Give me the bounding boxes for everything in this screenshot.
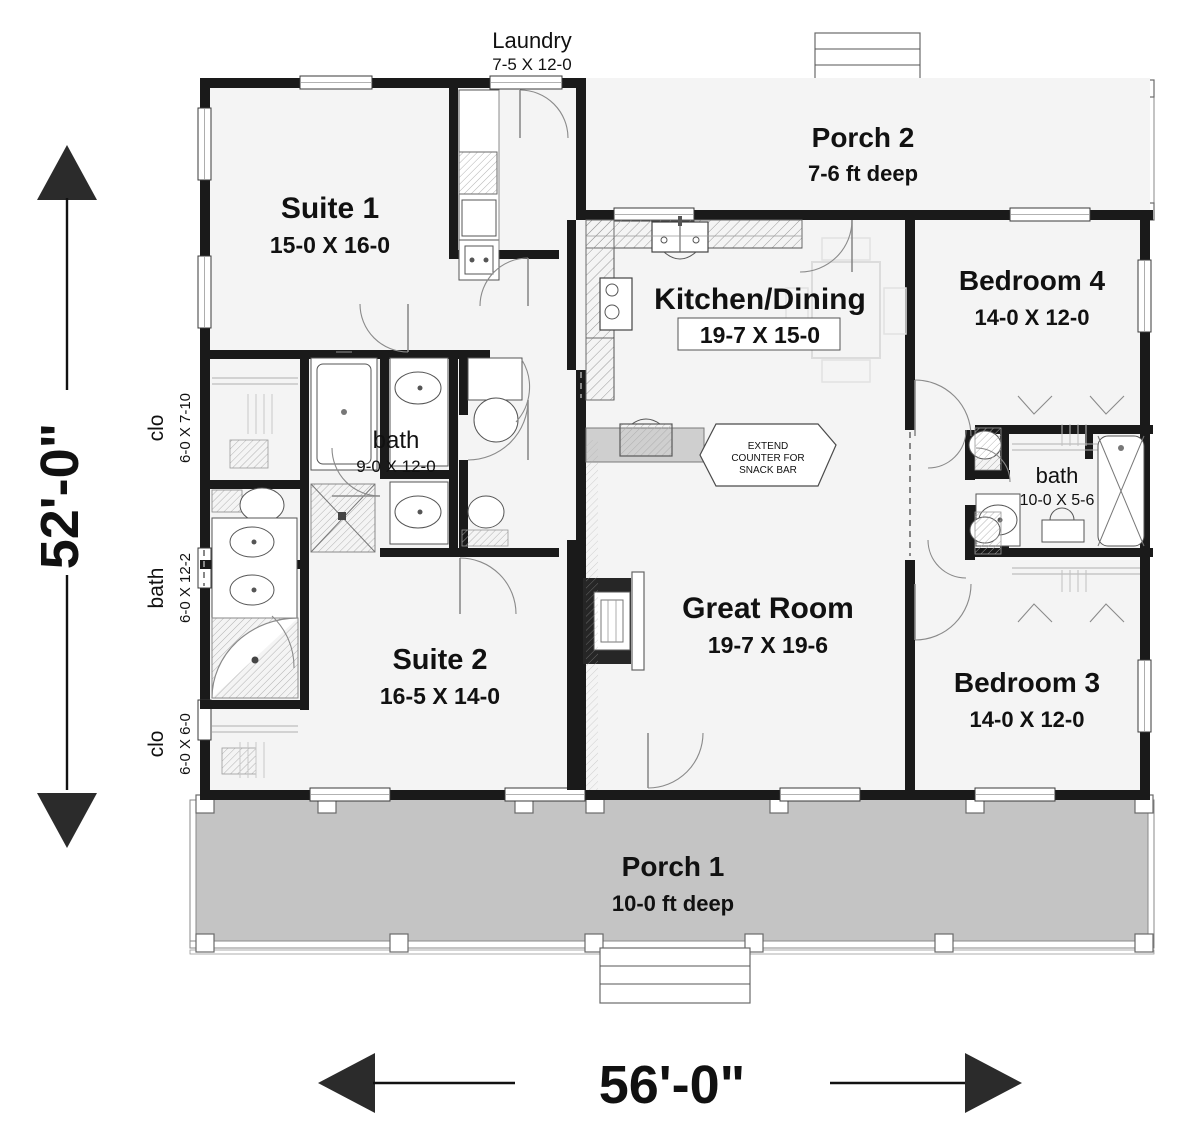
suite-1-name: Suite 1	[281, 192, 379, 225]
overall-width-label: 56'-0"	[599, 1055, 746, 1115]
porch-2-steps	[814, 32, 921, 83]
suite-1-dim: 15-0 X 16-0	[270, 232, 390, 258]
porch-1-area	[189, 794, 1155, 955]
room-labels: Suite 1 15-0 X 16-0 Laundry 7-5 X 12-0 P…	[145, 28, 1106, 916]
label-great-room: Great Room 19-7 X 19-6	[682, 592, 854, 658]
entry-doors	[359, 219, 853, 789]
exterior-walls	[200, 78, 1153, 800]
bath-left-dim: 6-0 X 12-2	[177, 553, 194, 623]
horizontal-dimension: 56'-0"	[318, 1053, 1022, 1115]
bath-right-dim: 10-0 X 5-6	[1020, 492, 1095, 509]
label-porch-2: Porch 2 7-6 ft deep	[808, 122, 918, 186]
closet-bottom-dim: 6-0 X 6-0	[177, 713, 194, 775]
snack-bar-line-3: SNACK BAR	[739, 465, 797, 476]
label-closet-bottom-dim: 6-0 X 6-0	[177, 713, 194, 775]
bedroom-4-name: Bedroom 4	[959, 265, 1106, 296]
label-kitchen-dining: Kitchen/Dining 19-7 X 15-0	[654, 283, 866, 351]
middle-bath-fixtures	[310, 351, 531, 553]
bath-master-dim: 9-0 X 12-0	[356, 457, 435, 476]
bedroom-4-dim: 14-0 X 12-0	[975, 305, 1090, 330]
snack-bar-line-2: COUNTER FOR	[731, 453, 804, 464]
overall-depth-label: 52'-0"	[30, 423, 90, 570]
porch-1-name: Porch 1	[622, 851, 725, 882]
porch-1-dim: 10-0 ft deep	[612, 891, 734, 916]
label-porch-1: Porch 1 10-0 ft deep	[612, 851, 734, 916]
bath-left-name: bath	[145, 568, 168, 609]
right-wing-fixtures	[914, 379, 1145, 641]
label-bedroom-4: Bedroom 4 14-0 X 12-0	[959, 265, 1106, 330]
label-bath-left: bath	[145, 568, 168, 609]
porch-2-name: Porch 2	[812, 122, 915, 153]
porch-1-steps	[599, 947, 751, 1004]
porch-2-dim: 7-6 ft deep	[808, 161, 918, 186]
great-room-dim: 19-7 X 19-6	[708, 632, 828, 658]
label-suite-1: Suite 1 15-0 X 16-0	[270, 192, 390, 258]
snack-bar-callout: EXTEND COUNTER FOR SNACK BAR	[699, 423, 837, 487]
kitchen-fixtures	[585, 216, 907, 463]
label-closet-bottom: clo	[145, 731, 168, 758]
vertical-dimension: 52'-0"	[30, 145, 97, 848]
suite-2-dim: 16-5 X 14-0	[380, 683, 500, 709]
great-room-name: Great Room	[682, 592, 854, 625]
suite-2-name: Suite 2	[392, 644, 487, 676]
closet-bottom-name: clo	[145, 731, 168, 758]
laundry-fixtures	[458, 89, 569, 307]
closet-top-dim: 6-0 X 7-10	[177, 393, 194, 463]
kitchen-dining-name: Kitchen/Dining	[654, 283, 866, 316]
label-closet-top-dim: 6-0 X 7-10	[177, 393, 194, 463]
bedroom-3-name: Bedroom 3	[954, 667, 1100, 698]
kitchen-dining-dim: 19-7 X 15-0	[700, 322, 820, 348]
openings	[203, 372, 911, 586]
label-bedroom-3: Bedroom 3 14-0 X 12-0	[954, 667, 1100, 732]
label-suite-2: Suite 2 16-5 X 14-0	[380, 644, 500, 709]
label-bath-left-dim: 6-0 X 12-2	[177, 553, 194, 623]
left-closets-bath-fixtures	[211, 377, 299, 778]
bath-right-name: bath	[1036, 463, 1079, 488]
laundry-name: Laundry	[492, 28, 572, 53]
closet-top-name: clo	[145, 415, 168, 442]
snack-bar-line-1: EXTEND	[748, 441, 789, 452]
laundry-dim: 7-5 X 12-0	[492, 55, 571, 74]
label-bath-master: bath 9-0 X 12-0	[356, 427, 435, 476]
label-closet-top: clo	[145, 415, 168, 442]
bedroom-3-dim: 14-0 X 12-0	[970, 707, 1085, 732]
label-laundry: Laundry 7-5 X 12-0	[492, 28, 572, 74]
label-bath-right: bath 10-0 X 5-6	[1020, 463, 1095, 509]
hall-shading	[586, 440, 598, 790]
windows	[197, 75, 1152, 802]
bath-master-name: bath	[373, 427, 420, 454]
